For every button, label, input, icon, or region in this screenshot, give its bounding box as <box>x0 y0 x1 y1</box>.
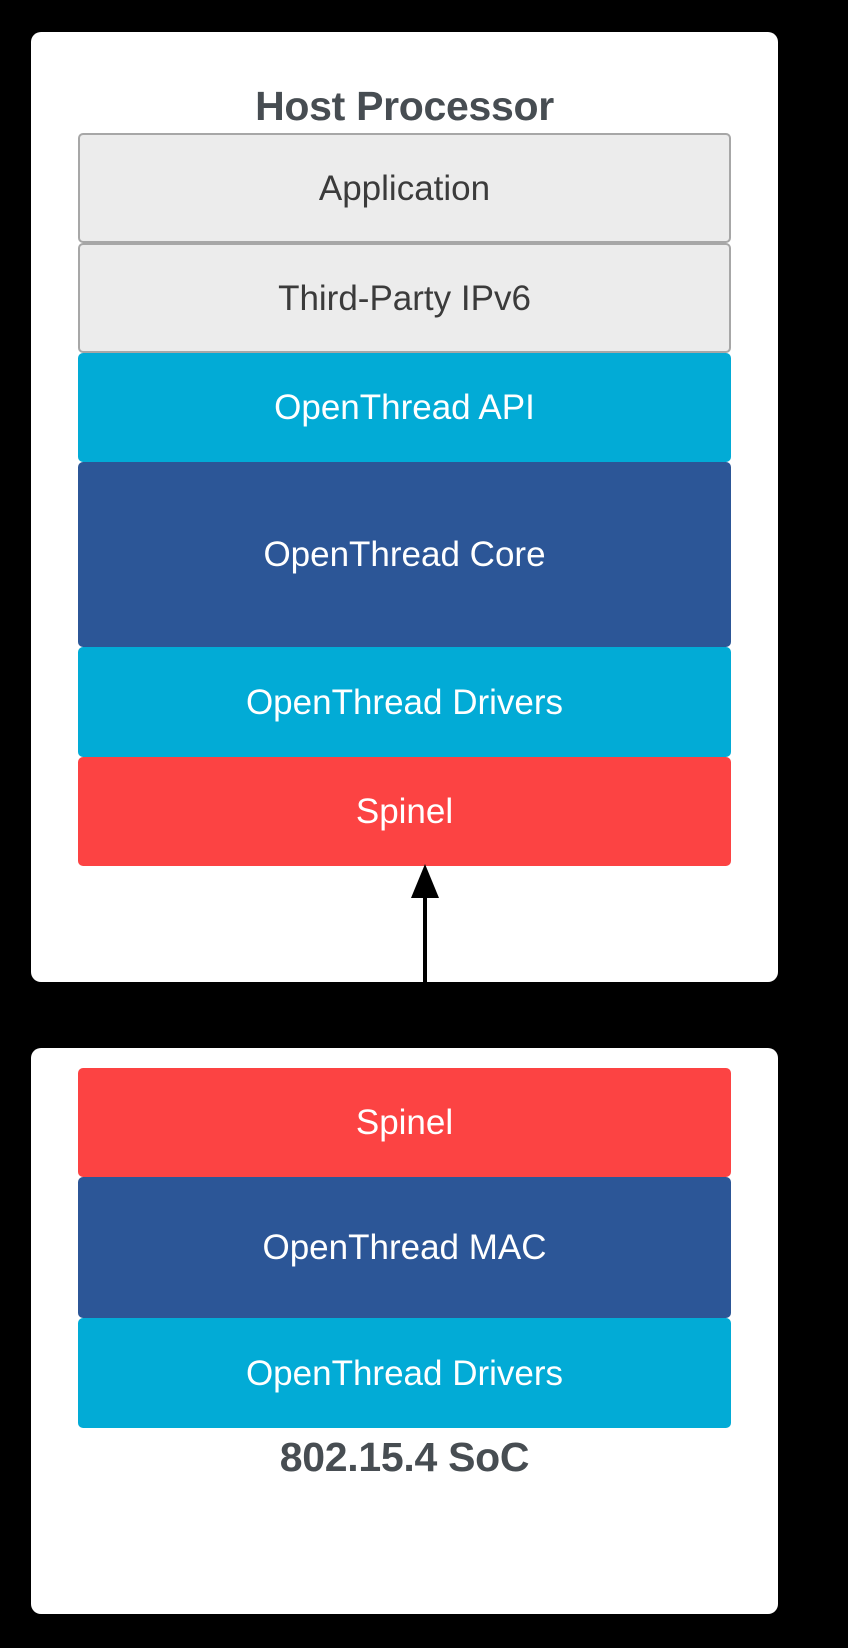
layer-openthread-drivers-host: OpenThread Drivers <box>78 647 731 757</box>
layer-openthread-api: OpenThread API <box>78 353 731 462</box>
layer-openthread-mac: OpenThread MAC <box>78 1177 731 1318</box>
soc-panel: Spinel OpenThread MAC OpenThread Drivers <box>31 1048 778 1614</box>
layer-spinel-soc: Spinel <box>78 1068 731 1177</box>
soc-panel-title: 802.15.4 SoC <box>279 1434 530 1480</box>
layer-openthread-core: OpenThread Core <box>78 462 731 647</box>
layer-application: Application <box>78 133 731 243</box>
layer-spinel-host: Spinel <box>78 757 731 866</box>
layer-openthread-drivers-soc: OpenThread Drivers <box>78 1318 731 1428</box>
host-processor-title: Host Processor <box>255 83 554 129</box>
layer-third-party-ipv6: Third-Party IPv6 <box>78 243 731 353</box>
host-processor-panel: Host Processor Application Third-Party I… <box>31 32 778 982</box>
